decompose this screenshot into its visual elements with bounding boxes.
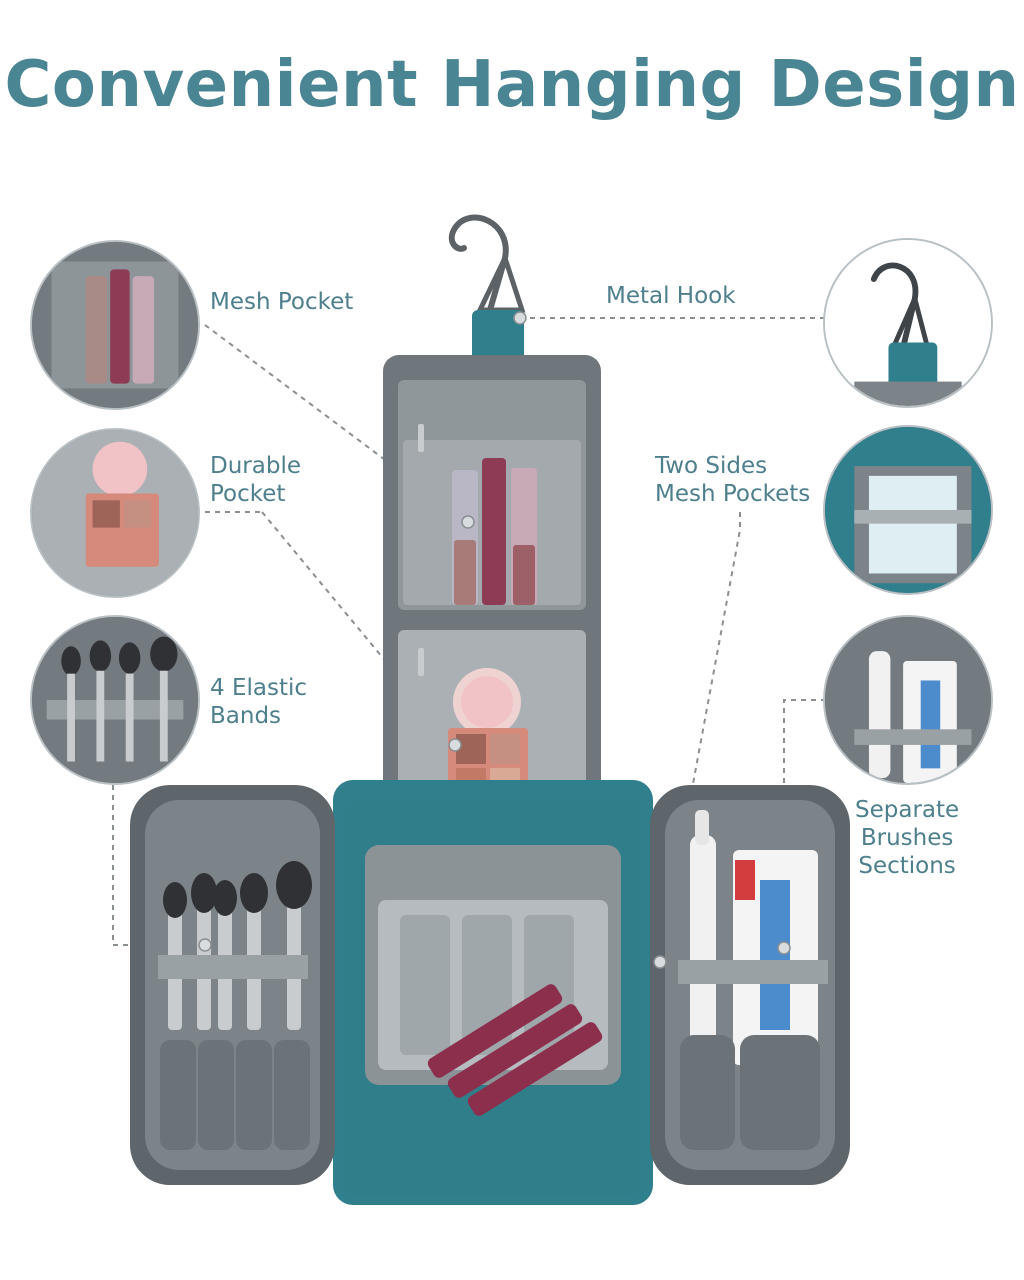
label-metal-hook: Metal Hook: [606, 283, 736, 309]
lipstick-icon: [452, 458, 537, 605]
toothbrush-icon: [690, 810, 716, 1065]
label-two-sides-mesh: Two Sides Mesh Pockets: [655, 453, 811, 507]
durable-pocket-detail: [30, 428, 200, 598]
toothpaste-tube: [733, 850, 818, 1065]
hook-icon: [448, 214, 526, 313]
mesh-pocket-detail: [30, 240, 200, 410]
two-sides-mesh-detail: [823, 425, 993, 595]
label-elastic-bands: 4 Elastic Bands: [210, 675, 307, 729]
lipstick-icon: [427, 984, 603, 1116]
label-separate-brushes: Separate Brushes Sections: [855, 797, 960, 879]
label-mesh-pocket: Mesh Pocket: [210, 289, 354, 315]
page-title: Convenient Hanging Design: [4, 48, 1020, 122]
elastic-bands-detail: [30, 615, 200, 785]
label-durable-pocket: Durable Pocket: [210, 453, 301, 507]
metal-hook-detail: [823, 238, 993, 408]
separate-brushes-detail: [823, 615, 993, 785]
